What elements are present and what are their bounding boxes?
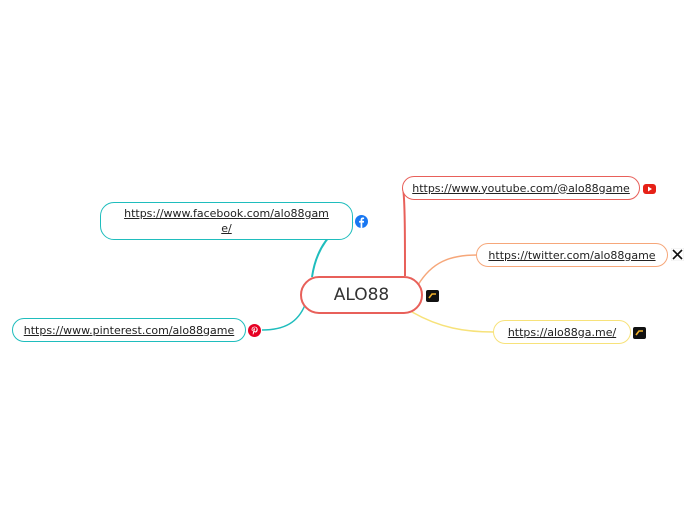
root-label: ALO88 <box>333 285 390 305</box>
alo88-logo-icon[interactable] <box>633 326 646 339</box>
youtube-link[interactable]: https://www.youtube.com/@alo88game <box>412 181 630 195</box>
root-node[interactable]: ALO88 <box>300 276 423 314</box>
branch-pinterest[interactable]: https://www.pinterest.com/alo88game <box>12 318 246 342</box>
pinterest-link[interactable]: https://www.pinterest.com/alo88game <box>23 323 235 337</box>
x-twitter-icon[interactable] <box>671 248 684 261</box>
connector-twitter <box>417 254 478 286</box>
branch-site[interactable]: https://alo88ga.me/ <box>493 320 631 344</box>
branch-youtube[interactable]: https://www.youtube.com/@alo88game <box>402 176 640 200</box>
facebook-icon[interactable] <box>355 215 368 228</box>
twitter-link[interactable]: https://twitter.com/alo88game <box>488 248 656 262</box>
youtube-icon[interactable] <box>643 182 656 195</box>
branch-facebook[interactable]: https://www.facebook.com/alo88game/ <box>100 202 353 240</box>
facebook-link[interactable]: https://www.facebook.com/alo88game/ <box>124 207 329 235</box>
branch-twitter[interactable]: https://twitter.com/alo88game <box>476 243 668 267</box>
connector-pinterest <box>261 304 306 331</box>
site-link[interactable]: https://alo88ga.me/ <box>507 325 617 339</box>
alo88-logo-icon[interactable] <box>426 289 439 302</box>
connector-youtube <box>402 187 406 277</box>
connector-site <box>411 311 495 333</box>
pinterest-icon[interactable] <box>248 324 261 337</box>
